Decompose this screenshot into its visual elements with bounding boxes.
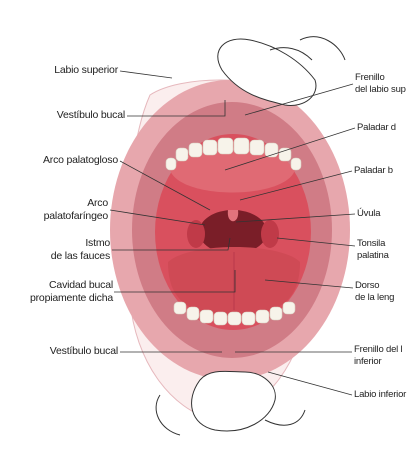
- label-tonsila-palatina-line1: Tonsila: [357, 238, 389, 250]
- label-arco-palatofaringeo-line2: palatofaríngeo: [44, 210, 108, 223]
- label-cavidad-bucal-line2: propiamente dicha: [30, 292, 113, 305]
- label-istmo-fauces-line2: de las fauces: [51, 250, 110, 263]
- label-dorso-lengua-line2: de la leng: [355, 292, 394, 304]
- label-tonsila-palatina-line2: palatina: [357, 250, 389, 262]
- label-arco-palatogloso: Arco palatogloso: [43, 154, 118, 167]
- label-dorso-lengua: Dorso de la leng: [355, 280, 394, 304]
- label-arco-palatofaringeo: Arco palatofaríngeo: [44, 197, 108, 223]
- label-dorso-lengua-line1: Dorso: [355, 280, 394, 292]
- label-cavidad-bucal: Cavidad bucal propiamente dicha: [30, 279, 113, 305]
- label-vestibulo-bucal-inferior: Vestíbulo bucal: [50, 345, 118, 358]
- label-paladar-blando: Paladar b: [354, 165, 393, 177]
- label-frenillo-superior-line2: del labio sup: [355, 84, 406, 96]
- label-frenillo-inferior-line2: inferior: [354, 356, 402, 368]
- label-frenillo-inferior-line1: Frenillo del l: [354, 344, 402, 356]
- label-tonsila-palatina: Tonsila palatina: [357, 238, 389, 262]
- label-paladar-duro: Paladar d: [357, 122, 396, 134]
- label-frenillo-superior: Frenillo del labio sup: [355, 72, 406, 96]
- label-istmo-fauces-line1: Istmo: [51, 237, 110, 250]
- label-arco-palatofaringeo-line1: Arco: [44, 197, 108, 210]
- label-uvula: Úvula: [357, 208, 380, 220]
- label-cavidad-bucal-line1: Cavidad bucal: [30, 279, 113, 292]
- label-labio-superior: Labio superior: [54, 64, 118, 77]
- label-labio-inferior: Labio inferior: [354, 389, 406, 401]
- label-frenillo-inferior: Frenillo del l inferior: [354, 344, 402, 368]
- label-istmo-fauces: Istmo de las fauces: [51, 237, 110, 263]
- label-frenillo-superior-line1: Frenillo: [355, 72, 406, 84]
- tonsil-right: [261, 220, 279, 248]
- label-vestibulo-bucal-superior: Vestíbulo bucal: [57, 109, 125, 122]
